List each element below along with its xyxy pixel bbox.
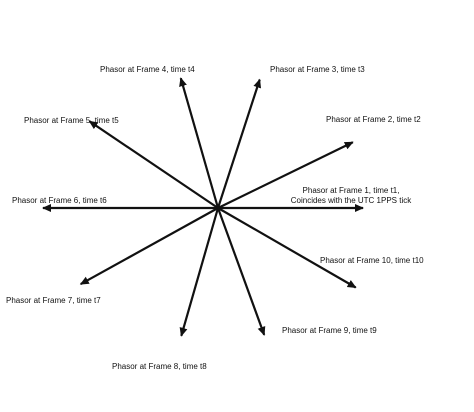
label-frame3: Phasor at Frame 3, time t3 — [270, 65, 365, 74]
phasor-arrow-frame-4 — [179, 77, 220, 209]
phasor-arrow-frame-3 — [216, 78, 262, 209]
phasor-arrow-frame-8 — [179, 207, 220, 337]
label-frame7: Phasor at Frame 7, time t7 — [6, 296, 101, 305]
label-frame9: Phasor at Frame 9, time t9 — [282, 326, 377, 335]
label-frame10: Phasor at Frame 10, time t10 — [320, 256, 424, 265]
label-frame5: Phasor at Frame 5, time t5 — [24, 116, 119, 125]
phasor-arrow-frame-9 — [216, 207, 266, 336]
phasor-arrow-frame-7 — [79, 207, 219, 286]
phasor-arrow-frame-2 — [217, 141, 354, 209]
label-frame1-line2: Coincides with the UTC 1PPS tick — [290, 196, 412, 205]
label-frame1: Phasor at Frame 1, time t1, Coincides wi… — [276, 186, 426, 206]
phasor-arrow-frame-10 — [217, 207, 357, 289]
label-frame4: Phasor at Frame 4, time t4 — [100, 65, 195, 74]
phasor-arrow-frame-5 — [88, 120, 219, 209]
label-frame8: Phasor at Frame 8, time t8 — [112, 362, 207, 371]
label-frame2: Phasor at Frame 2, time t2 — [326, 115, 421, 124]
label-frame1-line1: Phasor at Frame 1, time t1, — [302, 186, 400, 195]
label-frame6: Phasor at Frame 6, time t6 — [12, 196, 107, 205]
